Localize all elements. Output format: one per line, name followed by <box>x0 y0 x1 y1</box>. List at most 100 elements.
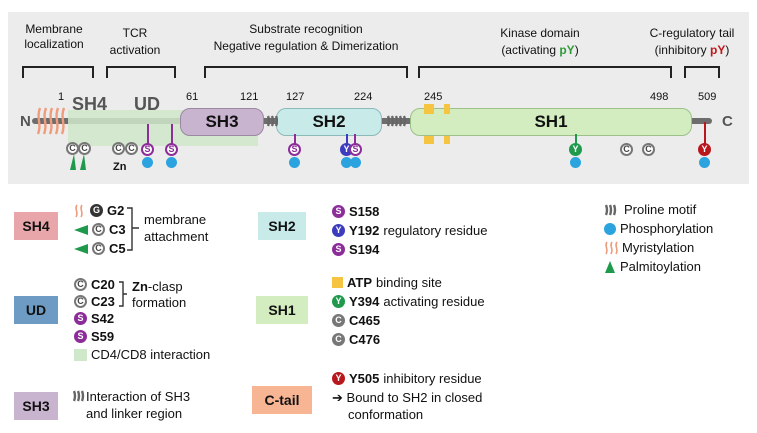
legend-c476: C C476 <box>332 331 380 348</box>
serine-icon: S <box>74 312 87 325</box>
sh1-domain: SH1 <box>410 108 692 136</box>
sh4-domain-label: SH4 <box>72 94 108 114</box>
serine-icon: S <box>74 330 87 343</box>
phosphorylation-dot <box>142 157 153 168</box>
bracket-kinase <box>418 66 672 78</box>
legend-g2: G G2 <box>74 202 124 219</box>
stem <box>704 122 706 144</box>
atp-swatch <box>332 277 343 288</box>
key-myristyl: Myristylation <box>604 239 694 256</box>
proline-motif-icon <box>72 390 85 402</box>
stem <box>171 124 173 144</box>
position-245: 245 <box>424 91 443 103</box>
brace <box>127 207 139 251</box>
serine-icon: S <box>332 205 345 218</box>
bracket-ctail <box>684 66 720 78</box>
legend-sh4-badge: SH4 <box>14 212 58 240</box>
serine-s194-glyph: S <box>349 143 362 156</box>
myristyl-icon <box>36 107 66 135</box>
zn-label: Zn <box>113 161 127 173</box>
glycine-icon: G <box>90 204 103 217</box>
cysteine-icon: C <box>74 278 87 291</box>
region-kinase-label: Kinase domain (activating pY) <box>500 26 580 57</box>
palmitoylation-icon <box>74 243 88 254</box>
stem <box>147 124 149 144</box>
bracket-tcr <box>106 66 176 78</box>
cysteine-icon: C <box>92 242 105 255</box>
serine-s59-glyph: S <box>165 143 178 156</box>
atp-site-marker <box>424 136 434 144</box>
legend-sh2-badge: SH2 <box>258 212 306 240</box>
stem <box>575 134 577 144</box>
proline-motif-icon <box>266 115 278 127</box>
stem <box>346 134 348 144</box>
legend-s158: S S158 <box>332 203 379 220</box>
phosphorylation-dot <box>570 157 581 168</box>
legend-sh1-badge: SH1 <box>256 296 308 324</box>
position-498: 498 <box>650 91 669 103</box>
cysteine-c476-glyph: C <box>642 143 655 156</box>
legend-sh3-badge: SH3 <box>14 392 58 420</box>
phosphorylation-icon <box>604 222 616 235</box>
legend-c465: C C465 <box>332 312 380 329</box>
sh3-domain: SH3 <box>180 108 264 136</box>
phosphorylation-dot <box>350 157 361 168</box>
key-proline: Proline motif <box>604 201 696 218</box>
cysteine-c20-glyph: C <box>112 142 125 155</box>
sh2-domain: SH2 <box>276 108 382 136</box>
phosphorylation-dot <box>289 157 300 168</box>
phosphorylation-dot <box>699 157 710 168</box>
serine-s42-glyph: S <box>141 143 154 156</box>
position-1: 1 <box>58 91 65 103</box>
tyrosine-icon: Y <box>332 224 345 237</box>
atp-site-marker <box>424 104 434 114</box>
position-224: 224 <box>354 91 373 103</box>
palmitoylation-icon <box>70 154 86 170</box>
stem <box>354 134 356 144</box>
bracket-membrane <box>22 66 94 78</box>
myristyl-icon <box>75 204 83 217</box>
legend-c3: C C3 <box>74 221 126 238</box>
ud-domain-label: UD <box>134 94 160 114</box>
c-terminus-label: C <box>722 113 733 130</box>
legend-s59: S S59 <box>74 328 114 345</box>
position-61: 61 <box>186 91 199 103</box>
cysteine-icon: C <box>74 295 87 308</box>
phosphorylation-dot <box>341 157 352 168</box>
phosphorylation-dot <box>166 157 177 168</box>
legend-c5: C C5 <box>74 240 126 257</box>
position-509: 509 <box>698 91 717 103</box>
palmitoylation-icon <box>605 260 615 273</box>
proline-motif-icon <box>604 204 617 215</box>
legend-zn-clasp: Zn-clasp formation <box>132 279 187 310</box>
legend-ud-badge: UD <box>14 296 58 324</box>
legend-s194: S S194 <box>332 241 379 258</box>
myristyl-icon <box>605 241 618 254</box>
arrow-icon: ➔ <box>332 390 343 405</box>
brace <box>119 281 127 307</box>
tyrosine-y505-glyph: Y <box>698 143 711 156</box>
legend-c23: C C23 <box>74 293 115 310</box>
cysteine-icon: C <box>332 333 345 346</box>
key-palmitoyl: Palmitoylation <box>604 258 701 275</box>
stem <box>294 134 296 144</box>
cysteine-c23-glyph: C <box>125 142 138 155</box>
atp-site-marker <box>444 136 450 144</box>
cysteine-c465-glyph: C <box>620 143 633 156</box>
bracket-substrate <box>204 66 408 78</box>
legend-s42: S S42 <box>74 310 114 327</box>
atp-site-marker <box>444 104 450 114</box>
legend-ctail-badge: C-tail <box>252 386 312 414</box>
serine-s158-glyph: S <box>288 143 301 156</box>
tyrosine-icon: Y <box>332 372 345 385</box>
cysteine-icon: C <box>332 314 345 327</box>
tyrosine-y394-glyph: Y <box>569 143 582 156</box>
proline-motif-icon <box>386 115 407 127</box>
